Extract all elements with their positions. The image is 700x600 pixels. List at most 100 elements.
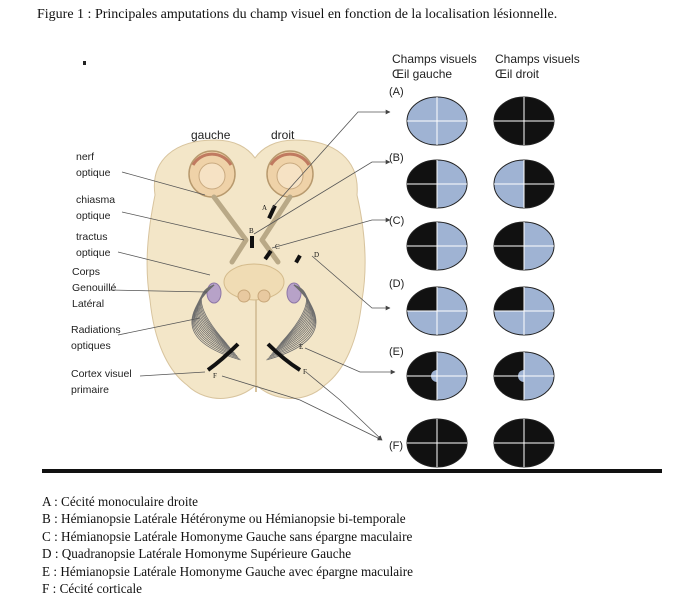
label-line: Latéral [72, 298, 105, 310]
field-quadrant [407, 184, 437, 208]
field-quadrant [494, 97, 524, 121]
visual-field-right-eye [493, 351, 555, 401]
left-eye-icon [188, 150, 236, 198]
row-letter-c: (C) [389, 215, 405, 227]
header-left-sub: Œil gauche [392, 67, 453, 81]
visual-field-right-eye [493, 159, 555, 209]
visual-field-left-eye [406, 286, 468, 336]
field-quadrant [524, 311, 554, 335]
legend-item-a: A : Cécité monoculaire droite [42, 494, 199, 509]
field-quadrant [494, 160, 524, 184]
visual-field-right-eye [493, 221, 555, 271]
label-line: Corps [72, 266, 101, 278]
field-quadrant [494, 184, 524, 208]
field-quadrant [494, 352, 524, 376]
field-quadrant [437, 222, 467, 246]
colliculus-left [237, 289, 251, 303]
visual-field-grid [406, 96, 555, 468]
field-quadrant [524, 419, 554, 443]
field-quadrant [494, 121, 524, 145]
marker-b: B [249, 227, 254, 235]
colliculus-right [257, 289, 271, 303]
field-quadrant [494, 376, 524, 400]
field-quadrant [437, 160, 467, 184]
lesion-d-mark [294, 254, 302, 264]
optic-radiations-left [191, 284, 241, 361]
field-quadrant [407, 160, 437, 184]
label-optic-tract: tractus optique [76, 229, 110, 261]
label-primary-visual-cortex: Cortex visuel primaire [71, 366, 132, 398]
field-quadrant [407, 246, 437, 270]
field-quadrant [437, 443, 467, 467]
label-line: Genouillé [72, 282, 117, 294]
field-quadrant [494, 311, 524, 335]
label-line: optique [76, 167, 111, 179]
marker-e: E [299, 343, 303, 351]
field-quadrant [524, 222, 554, 246]
field-quadrant [437, 97, 467, 121]
field-quadrant [524, 287, 554, 311]
marker-c: C [275, 243, 280, 251]
midbrain [223, 263, 285, 301]
label-line: optique [76, 247, 111, 259]
field-quadrant [407, 352, 437, 376]
marker-d: D [314, 251, 319, 259]
label-line: chiasma [76, 194, 116, 206]
visual-field-right-eye [493, 418, 555, 468]
header-left-eye: Champs visuels Œil gauche [392, 52, 477, 82]
field-quadrant [524, 184, 554, 208]
field-quadrant [437, 311, 467, 335]
field-quadrant [494, 222, 524, 246]
lesion-c-mark [263, 249, 273, 261]
row-letter-d: (D) [389, 278, 405, 290]
label-line: optique [76, 210, 111, 222]
field-quadrant [407, 287, 437, 311]
label-optic-chiasm: chiasma optique [76, 192, 115, 224]
field-quadrant [524, 443, 554, 467]
lgn-right [286, 282, 302, 304]
legend-item-e: E : Hémianopsie Latérale Homonyme Gauche… [42, 563, 414, 579]
header-right-eye: Champs visuels Œil droit [495, 52, 580, 82]
label-optic-nerve: nerf optique [76, 149, 110, 181]
arrows-to-fields [221, 109, 396, 441]
field-quadrant [494, 419, 524, 443]
legend: A : Cécité monoculaire droite B : Hémian… [42, 493, 413, 597]
label-leader-lines [109, 171, 245, 377]
side-label-left: gauche [191, 128, 231, 142]
field-quadrant [407, 121, 437, 145]
field-quadrant [524, 160, 554, 184]
visual-field-left-eye [406, 96, 468, 146]
label-line: nerf [76, 151, 95, 163]
field-quadrant [524, 376, 554, 400]
row-letter-e: (E) [389, 346, 404, 358]
visual-field-left-eye [406, 159, 468, 209]
label-line: optiques [71, 340, 111, 352]
field-quadrant [524, 246, 554, 270]
label-optic-radiations: Radiations optiques [71, 322, 121, 354]
figure-divider [42, 469, 662, 473]
field-quadrant [407, 97, 437, 121]
field-quadrant [524, 97, 554, 121]
field-quadrant [494, 287, 524, 311]
field-quadrant [437, 121, 467, 145]
bullet-mark [83, 61, 86, 65]
cortex-right [266, 342, 302, 372]
field-quadrant [407, 222, 437, 246]
field-quadrant [407, 311, 437, 335]
field-quadrant [437, 419, 467, 443]
field-quadrant [437, 376, 467, 400]
field-quadrant [437, 184, 467, 208]
field-quadrant [437, 246, 467, 270]
label-line: Radiations [71, 324, 121, 336]
field-quadrant [524, 121, 554, 145]
visual-field-right-eye [493, 96, 555, 146]
legend-item-c: C : Hémianopsie Latérale Homonyme Gauche… [42, 528, 413, 544]
visual-field-left-eye [406, 221, 468, 271]
field-quadrant [437, 287, 467, 311]
field-quadrant [494, 246, 524, 270]
row-letter-b: (B) [389, 152, 404, 164]
legend-item-b: B : Hémianopsie Latérale Hétéronyme ou H… [42, 511, 406, 527]
figure-title: Figure 1 : Principales amputations du ch… [37, 7, 558, 22]
lesion-a-mark [267, 204, 277, 220]
